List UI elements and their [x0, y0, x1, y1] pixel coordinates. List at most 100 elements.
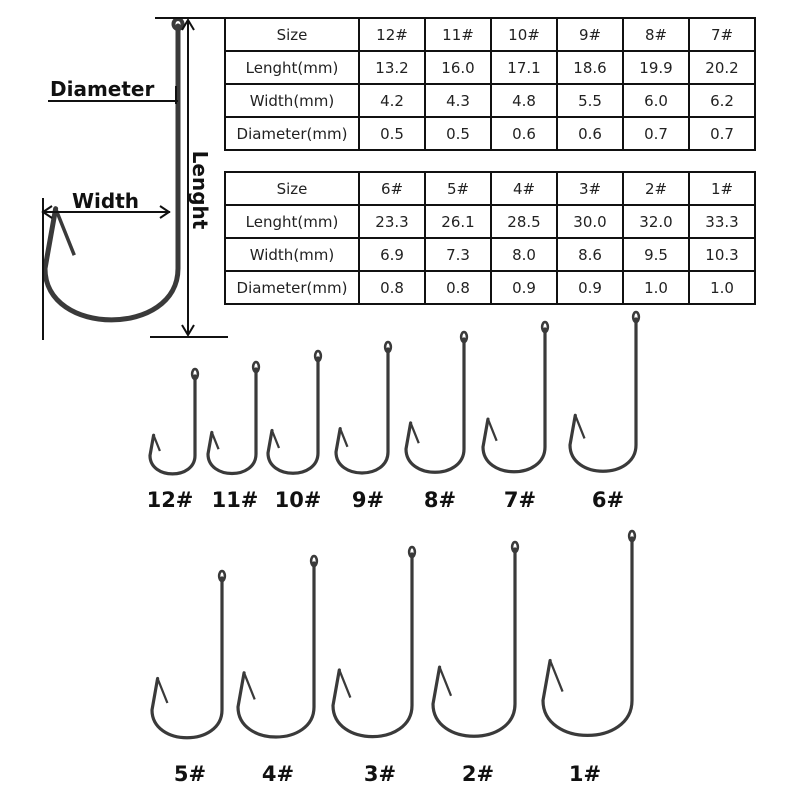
- hook-barb: [438, 666, 453, 697]
- table-cell: 8.0: [490, 237, 558, 272]
- fish-hook-icon: [206, 367, 258, 476]
- table-cell: 10.3: [688, 237, 756, 272]
- hook-barb: [156, 678, 169, 704]
- length-label: Lenght: [188, 150, 212, 230]
- hook-size-label: 6#: [591, 488, 625, 512]
- hook-eye: [627, 529, 637, 543]
- table-cell: 8#: [622, 17, 690, 52]
- hook-eye: [217, 569, 227, 583]
- row-header-cell: Diameter(mm): [224, 116, 360, 151]
- hook-size-label: 8#: [423, 488, 457, 512]
- table-cell: 32.0: [622, 204, 690, 239]
- table-cell: 30.0: [556, 204, 624, 239]
- table-cell: 5#: [424, 171, 492, 206]
- fish-hook-icon: [148, 374, 197, 476]
- table-cell: 0.5: [358, 116, 426, 151]
- fish-hook-icon: [404, 337, 466, 474]
- table-cell: 6.9: [358, 237, 426, 272]
- hook-eye: [631, 310, 641, 324]
- table-cell: 1#: [688, 171, 756, 206]
- row-header-cell: Size: [224, 17, 360, 52]
- table-cell: 9.5: [622, 237, 690, 272]
- table-cell: 7#: [688, 17, 756, 52]
- hook-eye: [383, 340, 393, 354]
- table-cell: 9#: [556, 17, 624, 52]
- table-cell: 20.2: [688, 50, 756, 85]
- table-cell: 7.3: [424, 237, 492, 272]
- hook-eye: [309, 554, 319, 568]
- hook-eye: [313, 349, 323, 363]
- table-cell: 19.9: [622, 50, 690, 85]
- table-cell: 1.0: [622, 270, 690, 305]
- hook-size-label: 7#: [503, 488, 537, 512]
- hook-size-label: 9#: [351, 488, 385, 512]
- table-cell: 13.2: [358, 50, 426, 85]
- table-cell: 12#: [358, 17, 426, 52]
- fish-hook-icon: [266, 356, 320, 475]
- fish-hook-icon: [150, 576, 224, 740]
- fish-hook-icon: [568, 317, 638, 473]
- table-cell: 17.1: [490, 50, 558, 85]
- hook-barb: [409, 422, 420, 444]
- diameter-label: Diameter: [50, 77, 155, 101]
- table-cell: 8.6: [556, 237, 624, 272]
- table-cell: 5.5: [556, 83, 624, 118]
- table-cell: 4.2: [358, 83, 426, 118]
- table-cell: 4#: [490, 171, 558, 206]
- row-header-cell: Width(mm): [224, 237, 360, 272]
- hook-size-label: 10#: [274, 488, 322, 512]
- width-label: Width: [72, 189, 140, 213]
- hook-size-label: 4#: [261, 762, 295, 786]
- table-cell: 16.0: [424, 50, 492, 85]
- hook-barb: [152, 434, 161, 452]
- hook-barb: [549, 660, 564, 693]
- fish-hook-icon: [431, 547, 517, 738]
- table-cell: 26.1: [424, 204, 492, 239]
- table-cell: 3#: [556, 171, 624, 206]
- hook-size-label: 3#: [363, 762, 397, 786]
- table-cell: 0.8: [424, 270, 492, 305]
- row-header-cell: Diameter(mm): [224, 270, 360, 305]
- table-cell: 6.2: [688, 83, 756, 118]
- hook-size-label: 5#: [173, 762, 207, 786]
- row-header-cell: Size: [224, 171, 360, 206]
- width-arrows: [41, 205, 171, 219]
- table-cell: 4.8: [490, 83, 558, 118]
- table-cell: 33.3: [688, 204, 756, 239]
- table-cell: 0.6: [490, 116, 558, 151]
- fish-hook-icon: [541, 536, 634, 737]
- table-cell: 0.7: [688, 116, 756, 151]
- hook-eye: [459, 330, 469, 344]
- row-header-cell: Width(mm): [224, 83, 360, 118]
- hook-eye: [190, 367, 200, 381]
- table-cell: 6.0: [622, 83, 690, 118]
- hook-barb: [339, 428, 349, 448]
- hook-eye: [540, 320, 550, 334]
- table-cell: 0.8: [358, 270, 426, 305]
- hook-size-label: 11#: [211, 488, 259, 512]
- table-cell: 0.6: [556, 116, 624, 151]
- fish-hook-icon: [42, 23, 181, 323]
- row-header-cell: Lenght(mm): [224, 204, 360, 239]
- table-cell: 2#: [622, 171, 690, 206]
- table-cell: 11#: [424, 17, 492, 52]
- table-cell: 1.0: [688, 270, 756, 305]
- table-cell: 23.3: [358, 204, 426, 239]
- fish-hook-icon: [334, 347, 390, 475]
- table-cell: 10#: [490, 17, 558, 52]
- fish-hook-icon: [331, 552, 414, 739]
- table-cell: 4.3: [424, 83, 492, 118]
- hook-barb: [338, 669, 352, 699]
- hook-size-label: 12#: [146, 488, 194, 512]
- table-cell: 18.6: [556, 50, 624, 85]
